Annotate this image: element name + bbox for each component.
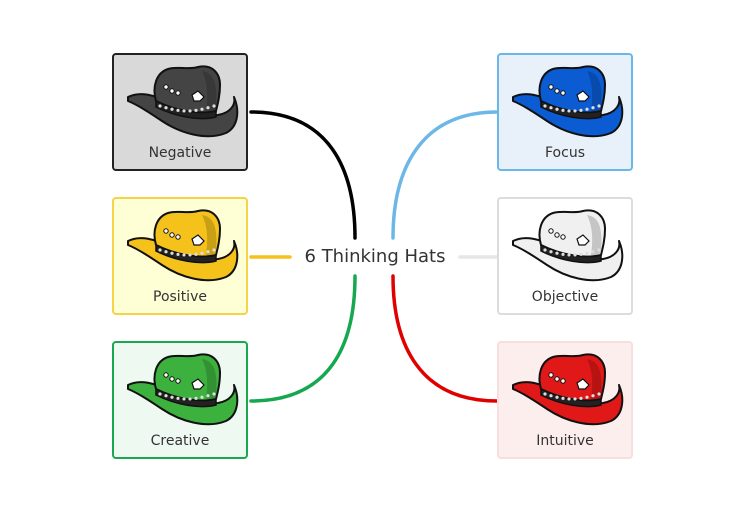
cowboy-hat-icon — [512, 209, 624, 282]
connector-intuitive — [391, 274, 499, 403]
hat-label: Objective — [531, 289, 599, 305]
hat-card-focus[interactable]: Focus — [497, 53, 633, 171]
hat-card-positive[interactable]: Positive — [112, 197, 248, 315]
hat-card-negative[interactable]: Negative — [112, 53, 248, 171]
hat-label: Creative — [150, 433, 210, 449]
central-topic: 6 Thinking Hats — [292, 244, 458, 270]
cowboy-hat-icon — [127, 65, 239, 138]
connector-negative — [249, 110, 357, 240]
cowboy-hat-icon — [512, 353, 624, 426]
hat-label: Focus — [545, 145, 585, 161]
cowboy-hat-icon — [512, 65, 624, 138]
cowboy-hat-icon — [127, 353, 239, 426]
hat-card-objective[interactable]: Objective — [497, 197, 633, 315]
connector-creative — [249, 274, 357, 403]
hat-card-intuitive[interactable]: Intuitive — [497, 341, 633, 459]
hat-label: Negative — [148, 145, 212, 161]
hat-label: Intuitive — [536, 433, 594, 449]
cowboy-hat-icon — [127, 209, 239, 282]
connector-focus — [391, 110, 499, 240]
hat-label: Positive — [153, 289, 207, 305]
hat-card-creative[interactable]: Creative — [112, 341, 248, 459]
